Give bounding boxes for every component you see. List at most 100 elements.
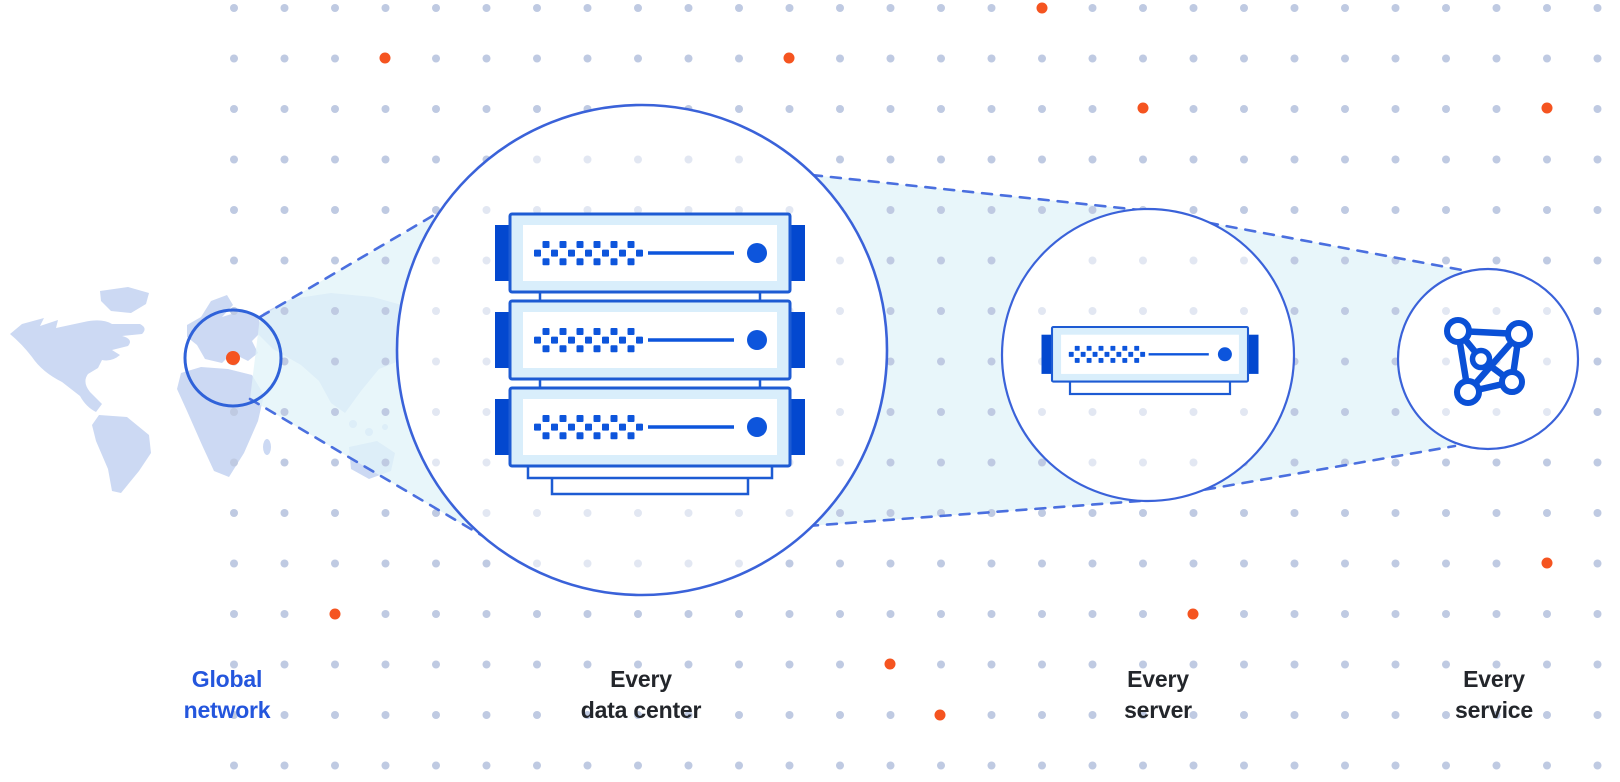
- grid-dot: [432, 4, 440, 12]
- grid-dot: [1492, 761, 1501, 770]
- grid-dot: [1341, 761, 1349, 770]
- grid-dot: [482, 660, 491, 669]
- grid-dot: [684, 54, 693, 63]
- grid-dot-faint: [1139, 307, 1147, 315]
- grid-dot: [886, 54, 895, 63]
- grid-dot-faint: [482, 256, 491, 265]
- grid-dot: [432, 711, 440, 719]
- zoom-circle-strokes: [395, 103, 1580, 597]
- grid-dot-faint: [836, 408, 844, 416]
- grid-dot: [1088, 610, 1097, 618]
- grid-dot: [1189, 559, 1198, 568]
- grid-dot: [987, 711, 996, 719]
- map-location-marker: [226, 351, 240, 365]
- grid-dot: [230, 408, 238, 416]
- grid-dot-faint: [735, 559, 743, 568]
- grid-dot: [331, 206, 339, 214]
- grid-dot: [1189, 105, 1198, 113]
- grid-dot: [1088, 4, 1097, 12]
- grid-dot: [230, 660, 238, 669]
- grid-dot: [381, 509, 390, 517]
- label-every-data-center: Every data center: [581, 664, 702, 726]
- grid-dot: [482, 559, 491, 568]
- grid-dot: [735, 610, 743, 618]
- grid-dot: [1391, 559, 1400, 568]
- grid-dot: [785, 610, 794, 618]
- grid-dot: [1240, 105, 1248, 113]
- grid-dot-faint: [1139, 408, 1147, 416]
- grid-dot: [1492, 610, 1501, 618]
- grid-dot: [1391, 660, 1400, 669]
- grid-dot: [987, 155, 996, 164]
- grid-dot: [1391, 509, 1400, 517]
- grid-dot: [280, 408, 289, 416]
- grid-dot: [583, 711, 592, 719]
- grid-dot-faint: [1088, 307, 1097, 315]
- grid-dot: [1189, 4, 1198, 12]
- grid-dot: [1391, 711, 1400, 719]
- grid-dot: [230, 4, 238, 12]
- grid-dot: [1088, 206, 1097, 214]
- grid-dot: [1290, 509, 1299, 517]
- continent-greenland: [100, 287, 149, 313]
- grid-dot: [280, 4, 289, 12]
- grid-dot: [230, 155, 238, 164]
- grid-dot: [1038, 559, 1046, 568]
- grid-dot-faint: [684, 155, 693, 164]
- grid-dot: [280, 610, 289, 618]
- grid-dot: [381, 105, 390, 113]
- grid-dot: [836, 711, 844, 719]
- map-region-circle: [183, 308, 283, 408]
- grid-dot: [1240, 660, 1248, 669]
- grid-dot: [280, 206, 289, 214]
- grid-dot: [381, 155, 390, 164]
- grid-dot: [1593, 610, 1602, 618]
- grid-dot: [735, 711, 743, 719]
- orange-dot: [1541, 557, 1553, 569]
- grid-dot: [1290, 711, 1299, 719]
- grid-dot: [684, 761, 693, 770]
- grid-dot: [987, 610, 996, 618]
- grid-dot: [634, 610, 642, 618]
- grid-dot: [1189, 206, 1198, 214]
- grid-dot: [1240, 54, 1248, 63]
- grid-dot: [1038, 660, 1046, 669]
- grid-dot: [1593, 307, 1602, 315]
- grid-dot: [634, 660, 642, 669]
- grid-dot: [1442, 4, 1450, 12]
- grid-dot-faint: [684, 509, 693, 517]
- grid-dot: [1492, 54, 1501, 63]
- grid-dot: [533, 610, 541, 618]
- grid-dot: [432, 54, 440, 63]
- grid-dot: [1391, 458, 1400, 467]
- grid-dot: [381, 559, 390, 568]
- grid-dot-faint: [634, 206, 642, 214]
- grid-dot: [1442, 105, 1450, 113]
- grid-dot: [1341, 357, 1349, 366]
- grid-dot: [230, 559, 238, 568]
- grid-dot: [533, 54, 541, 63]
- grid-dot-faint: [1492, 307, 1501, 315]
- continent-north-america: [10, 318, 145, 412]
- grid-dot: [583, 610, 592, 618]
- grid-dot: [937, 559, 945, 568]
- grid-dot-faint: [1139, 458, 1147, 467]
- grid-dot: [1189, 660, 1198, 669]
- grid-dot: [1290, 206, 1299, 214]
- grid-dot: [482, 761, 491, 770]
- grid-dot: [1442, 458, 1450, 467]
- grid-dot: [785, 761, 794, 770]
- grid-dot: [1543, 54, 1551, 63]
- grid-dot: [1038, 761, 1046, 770]
- grid-dot: [987, 105, 996, 113]
- grid-dot: [886, 761, 895, 770]
- label-every-server: Every server: [1124, 664, 1192, 726]
- grid-dot-faint: [482, 357, 491, 366]
- grid-dot-faint: [634, 559, 642, 568]
- network-node: [1454, 378, 1482, 406]
- grid-dot: [280, 559, 289, 568]
- grid-dot: [1593, 761, 1602, 770]
- grid-dot: [937, 256, 945, 265]
- grid-dot: [1290, 256, 1299, 265]
- grid-dot: [1290, 761, 1299, 770]
